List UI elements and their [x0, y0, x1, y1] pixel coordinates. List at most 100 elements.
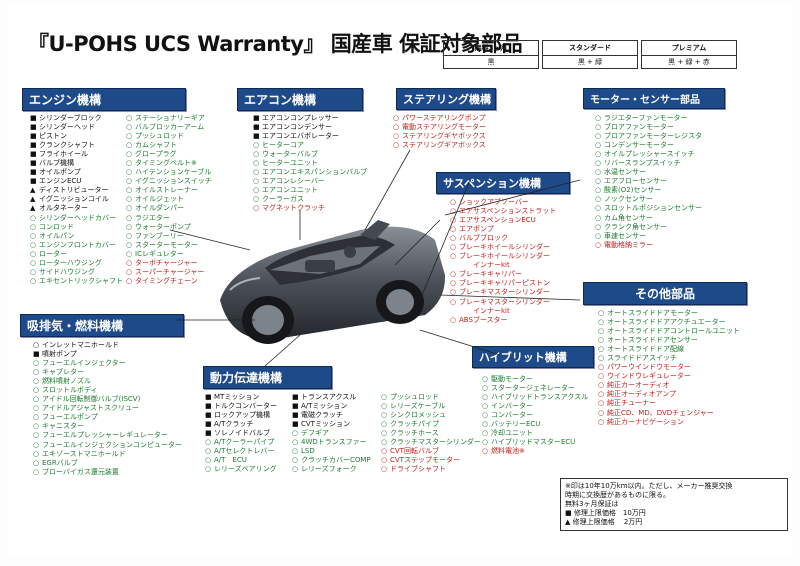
- part-label: サイドハウジング: [39, 267, 95, 276]
- part-label: オートスライドドア配線: [607, 345, 684, 354]
- part-label: A/T ECU: [214, 456, 247, 465]
- part-item: ○エアフローセンサー: [595, 177, 702, 186]
- other-parts-list: ○オートスライドドアモーター○オートスライドドアアクチュエーター○オートスライド…: [598, 309, 740, 427]
- circle-marker-icon: ○: [33, 467, 40, 476]
- circle-marker-icon: ○: [33, 458, 40, 467]
- part-label: CVTミッション: [301, 420, 350, 429]
- circle-marker-icon: ○: [126, 240, 133, 249]
- section-aircon: エアコン機構: [237, 88, 363, 111]
- circle-marker-icon: ○: [30, 267, 37, 276]
- circle-marker-icon: ○: [30, 222, 37, 231]
- part-item: ○キャブレター: [33, 368, 182, 377]
- part-item: ○ブローバイガス還元装置: [33, 468, 182, 477]
- part-item: ○駆動モーター: [482, 375, 588, 384]
- part-item: ○CVTステップモーター: [381, 456, 481, 465]
- part-label: 純正CD、MD、DVDチェンジャー: [607, 408, 714, 417]
- square-marker-icon: ■: [205, 393, 212, 401]
- circle-marker-icon: ○: [450, 288, 457, 297]
- part-item: ○ラジエター: [126, 214, 212, 223]
- part-label: ABSブースター: [459, 315, 508, 324]
- intake-fuel-list: ○インレットマニホールド■噴射ポンプ○フューエルインジェクター○キャブレター○燃…: [33, 341, 182, 477]
- part-item: ○エアコンユニット: [253, 186, 367, 195]
- part-item: ○ブレーキマスターシリンダー: [450, 298, 556, 307]
- circle-marker-icon: ○: [33, 341, 40, 349]
- circle-marker-icon: ○: [482, 393, 489, 402]
- circle-marker-icon: ○: [482, 402, 489, 411]
- legend-standard-value: 黒 + 緑: [542, 55, 638, 69]
- part-item: ■シリンダーブロック: [30, 114, 123, 123]
- part-item: ○水温センサー: [595, 168, 702, 177]
- part-item: ■A/Tクラッチ: [205, 420, 277, 429]
- square-marker-icon: ■: [30, 168, 37, 177]
- circle-marker-icon: ○: [482, 447, 489, 456]
- circle-marker-icon: ○: [595, 141, 602, 150]
- part-item: インナーkit: [450, 307, 556, 316]
- part-item: ○スーパーチャージャー: [126, 268, 212, 277]
- part-label: プッシュロッド: [390, 393, 439, 401]
- square-marker-icon: ■: [30, 159, 37, 168]
- part-item: ○ウォーターバルブ: [253, 150, 367, 159]
- footnote-line5: 修理上限価格 2万円: [572, 518, 643, 526]
- part-label: マグネットクラッチ: [262, 204, 325, 213]
- part-item: ○オイルパン: [30, 232, 123, 241]
- part-item: ■トランスアクスル: [292, 393, 371, 402]
- part-item: ○CVT回転バルブ: [381, 447, 481, 456]
- part-item: ○ステアリングギヤボックス: [393, 132, 486, 141]
- part-item: ○オイルダンパー: [126, 204, 212, 213]
- part-label: バルブロッカーアーム: [135, 123, 205, 132]
- part-item: ○冷却ユニット: [482, 429, 588, 438]
- part-item: ○インバーター: [482, 402, 588, 411]
- part-label: ブレーキホイールシリンダー: [459, 252, 550, 261]
- part-item: ▲オルタネーター: [30, 204, 123, 213]
- part-label: ラジエターファンモーター: [604, 114, 688, 122]
- part-item: ○ブレーキキャリパー: [450, 270, 556, 279]
- circle-marker-icon: ○: [482, 384, 489, 393]
- part-item: ■エアコンエバポレーター: [253, 132, 367, 141]
- circle-marker-icon: ○: [598, 345, 605, 354]
- part-label: パワーウインドウモーター: [607, 363, 691, 372]
- part-label: ピストン: [39, 132, 67, 141]
- part-item: ○シンクロメッシュ: [381, 411, 481, 420]
- part-item: ○A/Tクーラーパイプ: [205, 438, 277, 447]
- part-label: ウォーターポンプ: [135, 222, 191, 231]
- part-item: ○ブロアファンモーターレジスタ: [595, 132, 702, 141]
- circle-marker-icon: ○: [595, 150, 602, 159]
- part-item: ○スタータージェネレーター: [482, 384, 588, 393]
- part-label: タイミングチェーン: [135, 276, 198, 285]
- circle-marker-icon: ○: [30, 276, 37, 285]
- part-item: ○デフギア: [292, 429, 371, 438]
- part-label: 純正カーナビゲーション: [607, 417, 684, 426]
- triangle-marker-icon: ▲: [30, 204, 36, 213]
- circle-marker-icon: ○: [482, 375, 489, 383]
- part-item: ■エンジンECU: [30, 177, 123, 186]
- circle-marker-icon: ○: [33, 449, 40, 458]
- part-item: ○フューエルプレッシャーレギュレーター: [33, 431, 182, 440]
- legend-standard-table: スタンダード 黒 + 緑: [542, 40, 638, 69]
- part-item: ■オイルポンプ: [30, 168, 123, 177]
- part-item: ■A/Tミッション: [292, 402, 371, 411]
- circle-marker-icon: ○: [595, 114, 602, 122]
- part-label: アイドルアジャストスクリュー: [42, 404, 140, 413]
- square-marker-icon: ■: [292, 393, 299, 401]
- footnote-line1: ※印は10年10万km以内。ただし、メーカー推奨交換: [565, 482, 733, 490]
- part-label: ハイブリッドマスターECU: [491, 438, 576, 447]
- section-motor: モーター・センサー部品: [583, 88, 725, 109]
- part-item: ○エアサスペンションECU: [450, 216, 556, 225]
- square-marker-icon: ■: [292, 420, 299, 429]
- circle-marker-icon: ○: [595, 186, 602, 195]
- part-item: ○タイミングチェーン: [126, 277, 212, 286]
- part-label: ヒーターユニット: [262, 159, 318, 168]
- circle-marker-icon: ○: [598, 327, 605, 336]
- footnote-line4: 修理上限価格 10万円: [573, 509, 646, 517]
- square-marker-icon: ■: [292, 402, 299, 411]
- page-title: 『U-POHS UCS Warranty』 国産車 保証対象部品: [28, 32, 523, 56]
- part-label: クラッチパイプ: [390, 420, 439, 429]
- part-label: バルブ機構: [39, 159, 74, 168]
- part-label: ブレーキマスターシリンダー: [459, 288, 550, 297]
- part-label: シリンダーヘッド: [39, 123, 95, 132]
- part-item: ○電動格納ミラー: [595, 241, 702, 250]
- part-label: シリンダーヘッドカバー: [39, 213, 116, 222]
- part-item: ○エアコンレシーバー: [253, 177, 367, 186]
- circle-marker-icon: ○: [126, 114, 133, 122]
- part-label: 車速センサー: [604, 231, 646, 240]
